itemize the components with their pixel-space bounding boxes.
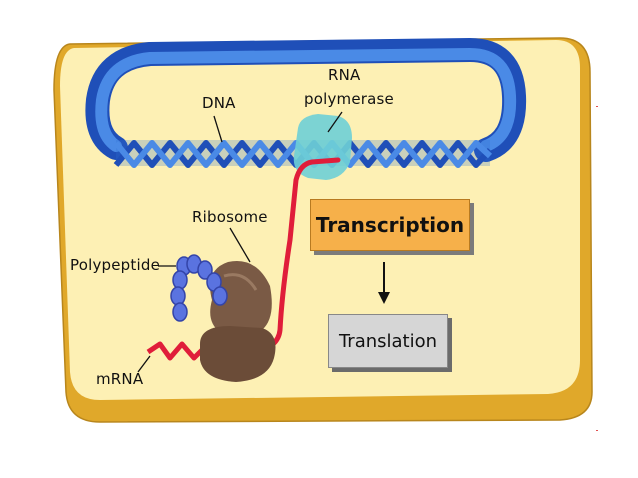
rna-polymerase-label-line2: polymerase — [304, 90, 394, 108]
ribosome-label: Ribosome — [192, 208, 268, 226]
polypeptide-chain — [170, 254, 228, 322]
ribosome-shape — [200, 261, 276, 382]
transcription-box: Transcription — [310, 199, 470, 251]
polypeptide-label: Polypeptide — [70, 256, 161, 274]
translation-box: Translation — [328, 314, 448, 368]
mrna-label: mRNA — [96, 370, 144, 388]
dna-label: DNA — [202, 94, 236, 112]
process-arrow — [378, 262, 390, 304]
leader-lines — [137, 111, 343, 373]
rna-polymerase-label-line1: RNA — [328, 66, 361, 84]
dna-loop-inner — [95, 47, 517, 152]
